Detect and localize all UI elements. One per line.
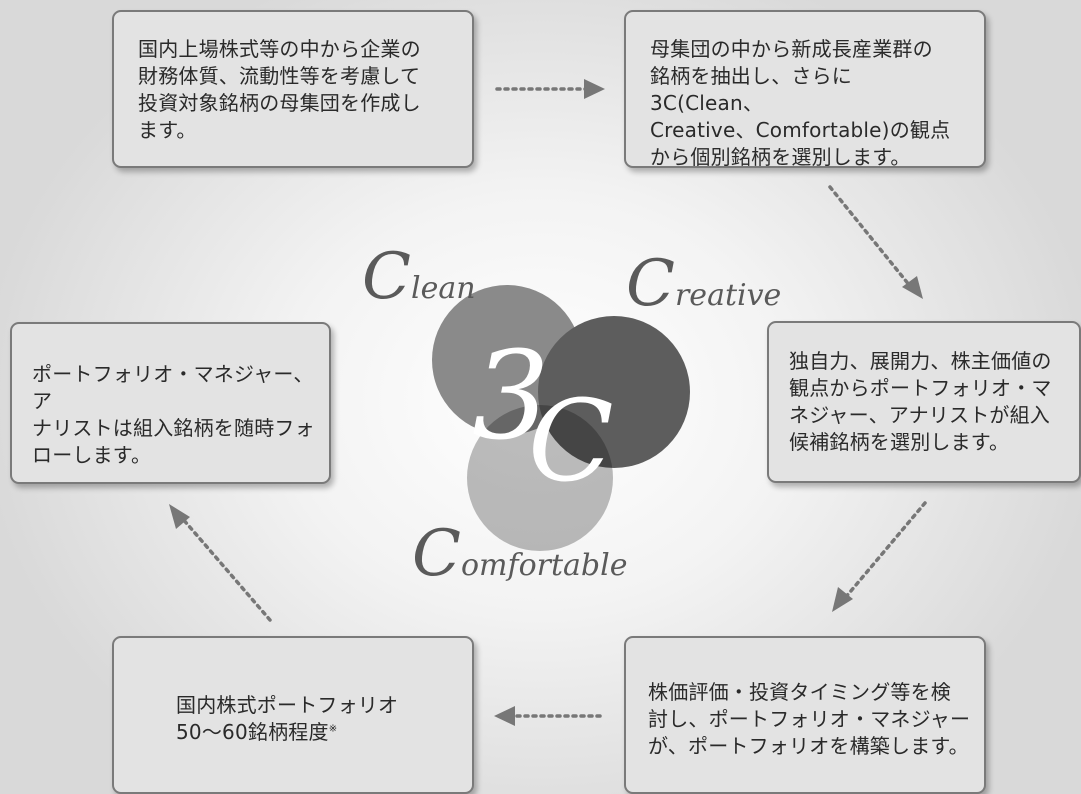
step-6-line-1: ポートフォリオ・マネジャー、ア	[32, 362, 314, 413]
creative-label: Creative	[626, 247, 781, 321]
step-4-line-3: が、ポートフォリオを構築します。	[648, 734, 969, 758]
comfortable-rest: omfortable	[461, 548, 628, 583]
clean-initial: C	[362, 240, 411, 314]
step-1-line-3: 投資対象銘柄の母集団を作成し	[138, 91, 421, 115]
step-1-line-4: ます。	[138, 118, 197, 142]
step-2-line-4: から個別銘柄を選別します。	[650, 145, 911, 169]
step-4-line-1: 株価評価・投資タイミング等を検	[648, 680, 951, 704]
step-6-line-3: ローします。	[32, 443, 152, 467]
creative-initial: C	[626, 247, 675, 321]
comfortable-initial: C	[412, 517, 461, 591]
step-3-line-3: ネジャー、アナリストが組入	[789, 403, 1050, 427]
step-1-line-1: 国内上場株式等の中から企業の	[138, 37, 421, 61]
3c-big-3: 3	[472, 325, 550, 467]
step-1-line-2: 財務体質、流動性等を考慮して	[138, 64, 421, 88]
step-5-line-2-text: 50〜60銘柄程度	[176, 720, 329, 744]
step-3-line-1: 独自力、展開力、株主価値の	[789, 349, 1052, 373]
creative-rest: reative	[675, 278, 781, 313]
step-box-1: 国内上場株式等の中から企業の 財務体質、流動性等を考慮して 投資対象銘柄の母集団…	[112, 10, 474, 168]
clean-label: Clean	[362, 240, 476, 314]
arrow-step3-to-step4	[832, 501, 927, 612]
step-3-line-4: 候補銘柄を選別します。	[789, 430, 1010, 454]
clean-rest: lean	[411, 271, 476, 306]
step-5-line-2: 50〜60銘柄程度※	[176, 719, 462, 746]
step-2-line-1: 母集団の中から新成長産業群の	[650, 37, 933, 61]
step-5-line-1: 国内株式ポートフォリオ	[176, 693, 399, 717]
arrow-step2-to-step3	[828, 185, 923, 299]
arrow-step1-to-step2	[495, 79, 605, 99]
step-6-line-2: ナリストは組入銘柄を随時フォ	[32, 416, 315, 440]
arrow-step5-to-step6	[169, 504, 272, 622]
step-2-line-2: 銘柄を抽出し、さらに3C(Clean、	[650, 64, 852, 115]
3c-big-c: C	[528, 377, 614, 507]
step-2-line-3: Creative、Comfortable)の観点	[650, 118, 951, 142]
step-box-5: 国内株式ポートフォリオ 50〜60銘柄程度※	[112, 636, 474, 794]
step-box-6: ポートフォリオ・マネジャー、ア ナリストは組入銘柄を随時フォ ローします。	[10, 322, 331, 484]
arrow-step4-to-step5	[494, 706, 602, 726]
step-box-2: 母集団の中から新成長産業群の 銘柄を抽出し、さらに3C(Clean、 Creat…	[624, 10, 986, 169]
step-box-4: 株価評価・投資タイミング等を検 討し、ポートフォリオ・マネジャー が、ポートフォ…	[624, 636, 986, 794]
step-3-line-2: 観点からポートフォリオ・マ	[789, 376, 1052, 400]
comfortable-circle	[467, 405, 613, 551]
comfortable-label: Comfortable	[412, 517, 627, 591]
footnote-mark: ※	[328, 723, 338, 735]
step-box-3: 独自力、展開力、株主価値の 観点からポートフォリオ・マ ネジャー、アナリストが組…	[767, 321, 1081, 483]
step-4-line-2: 討し、ポートフォリオ・マネジャー	[648, 707, 971, 731]
